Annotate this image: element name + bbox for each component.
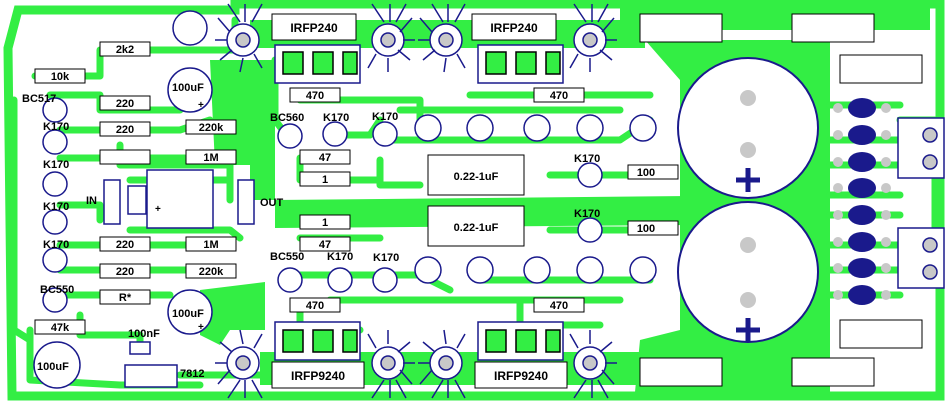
film-cap-bottom — [427, 205, 525, 247]
c-100nf-label: 100nF — [128, 328, 160, 340]
r-220k-bottom: 220k — [199, 266, 224, 278]
heatsinks — [215, 3, 617, 399]
k170-label-1: K170 — [43, 121, 69, 133]
rectifier-diodes — [833, 98, 891, 305]
small-transistors — [42, 97, 657, 313]
r-star: R* — [119, 292, 132, 304]
header-pins — [103, 169, 255, 388]
q-bottom-left-label: IRFP9240 — [291, 369, 345, 383]
k170-label-8: K170 — [574, 208, 600, 220]
k170-label-10: K170 — [373, 252, 399, 264]
regulator-label: 7812 — [180, 368, 204, 380]
bc517-label: BC517 — [22, 93, 56, 105]
r-1-bottom: 1 — [322, 217, 328, 229]
r-2k2: 2k2 — [116, 44, 134, 56]
plus-icon — [736, 168, 760, 192]
r-1-top: 1 — [322, 174, 328, 186]
k170-label-9: K170 — [327, 251, 353, 263]
film-cap-top-label: 0.22-1uF — [454, 171, 499, 183]
heatsink-bottom-left — [215, 321, 415, 399]
r-470-top-left: 470 — [306, 90, 324, 102]
k170-label-6: K170 — [372, 111, 398, 123]
r-220-d: 220 — [116, 266, 134, 278]
terminal-blocks — [897, 117, 945, 289]
film-cap-top — [427, 154, 525, 196]
q-top-left-label: IRFP240 — [290, 21, 338, 35]
heatsink-bottom-right — [418, 321, 617, 399]
r-100-bottom: 100 — [637, 223, 655, 235]
k170-label-3: K170 — [43, 201, 69, 213]
k170-label-2: K170 — [43, 159, 69, 171]
plus-icon — [736, 318, 760, 342]
output-label: OUT — [260, 197, 284, 209]
resistor-boxes — [34, 41, 679, 335]
r-220-b: 220 — [116, 124, 134, 136]
c-100uf-top-label: 100uF — [172, 82, 204, 94]
output-header[interactable] — [237, 179, 255, 225]
r-100-top: 100 — [637, 167, 655, 179]
electrolytic-caps-large — [677, 57, 819, 343]
plus-sign-1: + — [198, 100, 204, 111]
c-100uf-bottom-label: 100uF — [37, 361, 69, 373]
c-100uf-mid-label: 100uF — [172, 308, 204, 320]
r-470-top-right: 470 — [550, 90, 568, 102]
r-1m-top: 1M — [203, 152, 218, 164]
r-10k: 10k — [51, 71, 70, 83]
k170-label-4: K170 — [43, 239, 69, 251]
heatsink-top-right — [418, 3, 617, 84]
input-header[interactable] — [103, 179, 121, 225]
q-top-right-label: IRFP240 — [490, 21, 538, 35]
bc550-mid-label: BC550 — [270, 251, 304, 263]
r-47-bottom: 47 — [319, 239, 331, 251]
r-1m-bottom: 1M — [203, 239, 218, 251]
r-220k-top: 220k — [199, 122, 224, 134]
r-470-bottom-right: 470 — [550, 300, 568, 312]
r-47-top: 47 — [319, 152, 331, 164]
input-label: IN — [86, 195, 97, 207]
plain-labels: BC517 K170 K170 K170 K170 BC550 BC560 K1… — [22, 82, 600, 380]
r-220-a: 220 — [116, 98, 134, 110]
k170-label-7: K170 — [574, 153, 600, 165]
r-47k: 47k — [51, 322, 70, 334]
q-bottom-right-label: IRFP9240 — [494, 369, 548, 383]
k170-label-5: K170 — [323, 112, 349, 124]
film-cap-bottom-label: 0.22-1uF — [454, 222, 499, 234]
bc550-left-label: BC550 — [40, 284, 74, 296]
bulk-cap-top — [677, 57, 819, 199]
ground-ring — [3, 0, 945, 401]
plus-sign-3: + — [155, 204, 161, 215]
copper-pour-bottom — [200, 282, 265, 345]
plus-sign-2: + — [198, 322, 204, 333]
r-220-c: 220 — [116, 239, 134, 251]
small-electrolytics — [33, 10, 213, 389]
heatsink-top-left — [215, 3, 415, 84]
film-caps: 0.22-1uF 0.22-1uF — [427, 154, 525, 247]
r-470-bottom-left: 470 — [306, 300, 324, 312]
bc560-label: BC560 — [270, 112, 304, 124]
resistor-labels: 2k2 10k 220 220 220k 1M 220 1M 220 220k … — [51, 44, 655, 334]
